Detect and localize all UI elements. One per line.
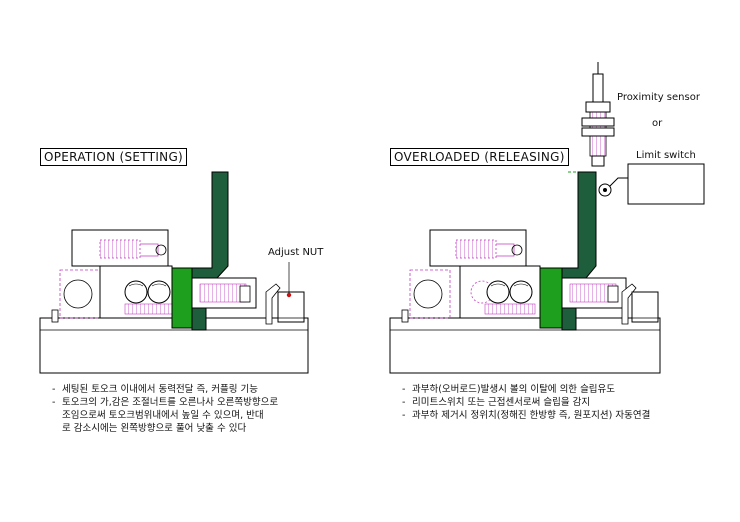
proximity-sensor-label: Proximity sensor (617, 92, 700, 103)
limit-switch-icon (598, 163, 705, 205)
note-item: 과부하 제거시 정위치(정해진 한방향 즉, 원포지션) 자동연결 (400, 409, 650, 422)
panel-title-operation: OPERATION (SETTING) (40, 148, 188, 166)
note-item-continued: 로 감소시에는 왼쪽방향으로 풀어 낮출 수 있다 (62, 423, 247, 434)
right-adjust-nut (631, 291, 659, 323)
left-ball-1 (124, 280, 148, 304)
note-item: 세팅된 토오크 이내에서 동력전달 즉, 커플링 기능 (50, 383, 278, 396)
or-label: or (652, 118, 663, 129)
adjust-nut-dot (286, 292, 292, 298)
right-bearing-ball (413, 279, 443, 309)
note-item: 토오크의 가,감은 조절너트를 오른나사 오른쪽방향으로 (50, 396, 278, 409)
left-green-hub (171, 267, 193, 329)
left-mechanism (39, 171, 309, 374)
right-ball-2 (509, 280, 533, 304)
left-ball-2 (147, 280, 171, 304)
limit-switch-label: Limit switch (636, 150, 696, 161)
right-green-hub (539, 267, 563, 329)
note-item-continued: 조임으로써 토오크범위내에서 높일 수 있으며, 반대 (62, 410, 264, 421)
note-item: 과부하(오버로드)발생시 볼의 이탈에 의한 슬립유도 (400, 383, 650, 396)
right-shaft (389, 317, 661, 374)
right-mechanism (389, 62, 705, 374)
left-bearing-ball (63, 279, 93, 309)
left-adjust-nut (277, 291, 305, 323)
notes-operation: 세팅된 토오크 이내에서 동력전달 즉, 커플링 기능 토오크의 가,감은 조절… (50, 383, 278, 435)
panel-title-overloaded: OVERLOADED (RELEASING) (390, 148, 569, 166)
right-ball-1 (486, 280, 510, 304)
note-item: 리미트스위치 또는 근접센서로써 슬립을 감지 (400, 396, 650, 409)
notes-overloaded: 과부하(오버로드)발생시 볼의 이탈에 의한 슬립유도 리미트스위치 또는 근접… (400, 383, 650, 422)
adjust-nut-label: Adjust NUT (268, 247, 324, 258)
proximity-sensor-icon (581, 62, 615, 167)
